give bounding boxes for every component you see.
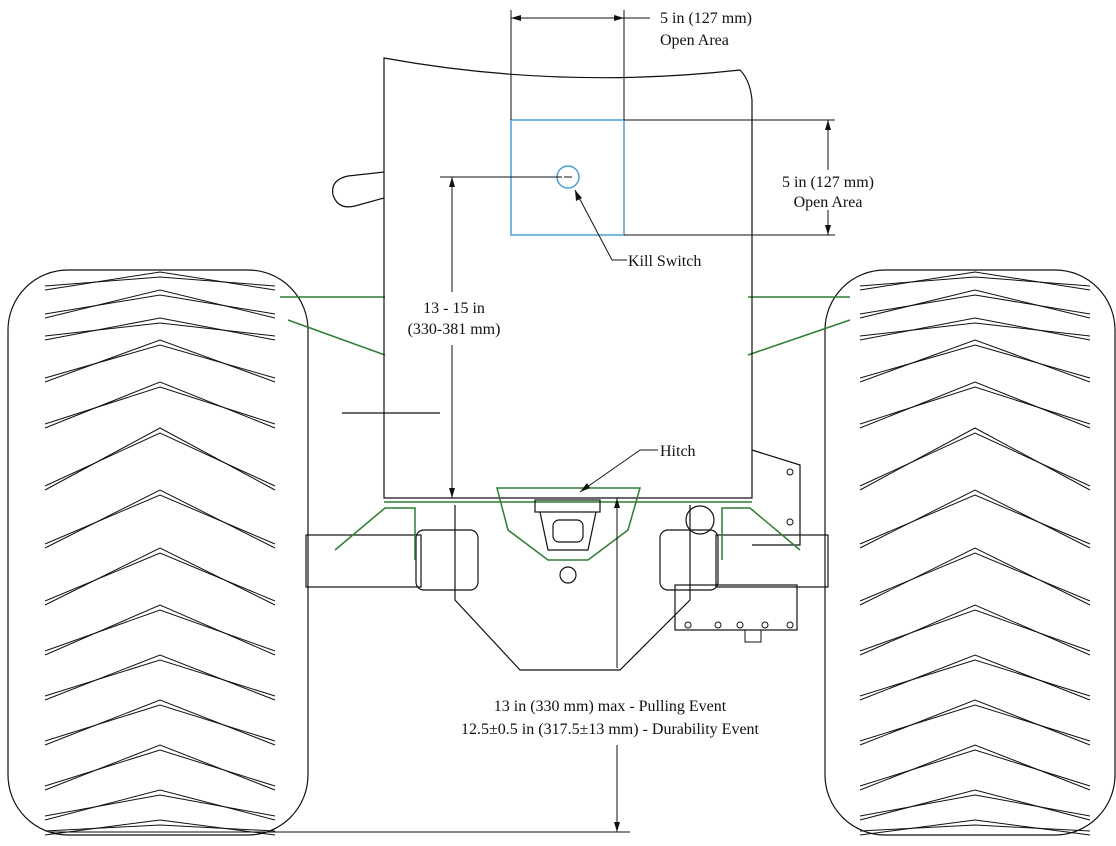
tread-chevron [44,381,276,429]
tread-chevron [44,339,276,383]
tread-chevron-inner [859,276,1091,287]
lower-housing [415,505,719,671]
tread-chevron-inner [859,386,1091,425]
tread-chevron [859,317,1091,341]
top-open-area-dim: 5 in (127 mm) [660,10,752,27]
right-tire [824,269,1116,836]
left-tire [7,269,309,836]
tread-chevron [859,489,1091,549]
durability-event-label: 12.5±0.5 in (317.5±13 mm) - Durability E… [461,721,760,738]
tread-chevron-inner [44,386,276,425]
tread-chevron-inner [859,432,1091,487]
main-body [342,57,753,499]
hitch-leader [579,449,658,493]
tread-chevron [44,289,276,319]
tread-chevron [44,789,276,821]
tread-chevron [859,604,1091,656]
tread-chevron-inner [859,322,1091,337]
tread-chevron [859,271,1091,291]
tread-chevron [44,744,276,791]
height-range-mm: (330-381 mm) [408,321,501,338]
tread-chevron [44,654,276,701]
kill-switch-label: Kill Switch [628,253,701,270]
hitch-label: Hitch [660,443,696,460]
kill-switch-leader [574,189,627,261]
height-range-dimension [440,176,562,498]
hitch-assembly [496,487,641,561]
tread-chevron [859,289,1091,319]
tread-chevron-inner [859,749,1091,787]
tread-chevron [859,339,1091,383]
tread-chevron [859,547,1091,606]
side-open-area-dim: 5 in (127 mm) [782,174,874,191]
top-open-area-label: Open Area [660,32,729,49]
tread-chevron-inner [44,276,276,287]
lever [331,171,385,208]
tread-chevron-inner [859,344,1091,379]
tread-chevron [44,699,276,746]
tread-chevron-inner [44,609,276,652]
tread-chevron [44,317,276,341]
tread-chevron [859,744,1091,791]
tread-chevron [44,427,276,491]
tread-chevron-inner [44,824,276,832]
tread-chevron [859,789,1091,821]
tread-chevron-inner [859,494,1091,545]
tread-chevron-inner [44,494,276,545]
frame-links [280,296,851,356]
pulling-event-label: 13 in (330 mm) max - Pulling Event [494,698,727,715]
tread-chevron-inner [44,552,276,602]
tread-chevron-inner [44,432,276,487]
tread-chevron-inner [859,794,1091,817]
tread-chevron-inner [44,294,276,315]
axle [305,534,829,588]
tread-chevron [44,604,276,656]
tread-chevron [859,381,1091,429]
tread-chevron [859,427,1091,491]
height-range-in: 13 - 15 in [423,300,485,317]
side-dimension [624,119,835,236]
side-bracket [674,449,801,643]
tread-chevron-inner [859,552,1091,602]
top-dimension [510,10,650,120]
tread-chevron-inner [859,824,1091,832]
tread-chevron [44,271,276,291]
tread-chevron [44,819,276,836]
tread-chevron-inner [44,794,276,817]
hitch-height-dimension [50,498,630,833]
tread-chevron-inner [44,344,276,379]
tread-chevron [44,547,276,606]
tread-chevron-inner [44,659,276,697]
tread-chevron [859,699,1091,746]
side-open-area-label: Open Area [794,194,863,211]
tread-chevron-inner [44,749,276,787]
right-tire-treads [859,271,1091,836]
tread-chevron-inner [44,322,276,337]
tread-chevron-inner [44,704,276,742]
tread-chevron [859,654,1091,701]
tread-chevron-inner [859,659,1091,697]
tread-chevron [44,489,276,549]
tread-chevron-inner [859,609,1091,652]
tread-chevron-inner [859,704,1091,742]
tread-chevron-inner [859,294,1091,315]
left-tire-treads [44,271,276,836]
base-brackets [334,501,801,560]
tread-chevron [859,819,1091,836]
